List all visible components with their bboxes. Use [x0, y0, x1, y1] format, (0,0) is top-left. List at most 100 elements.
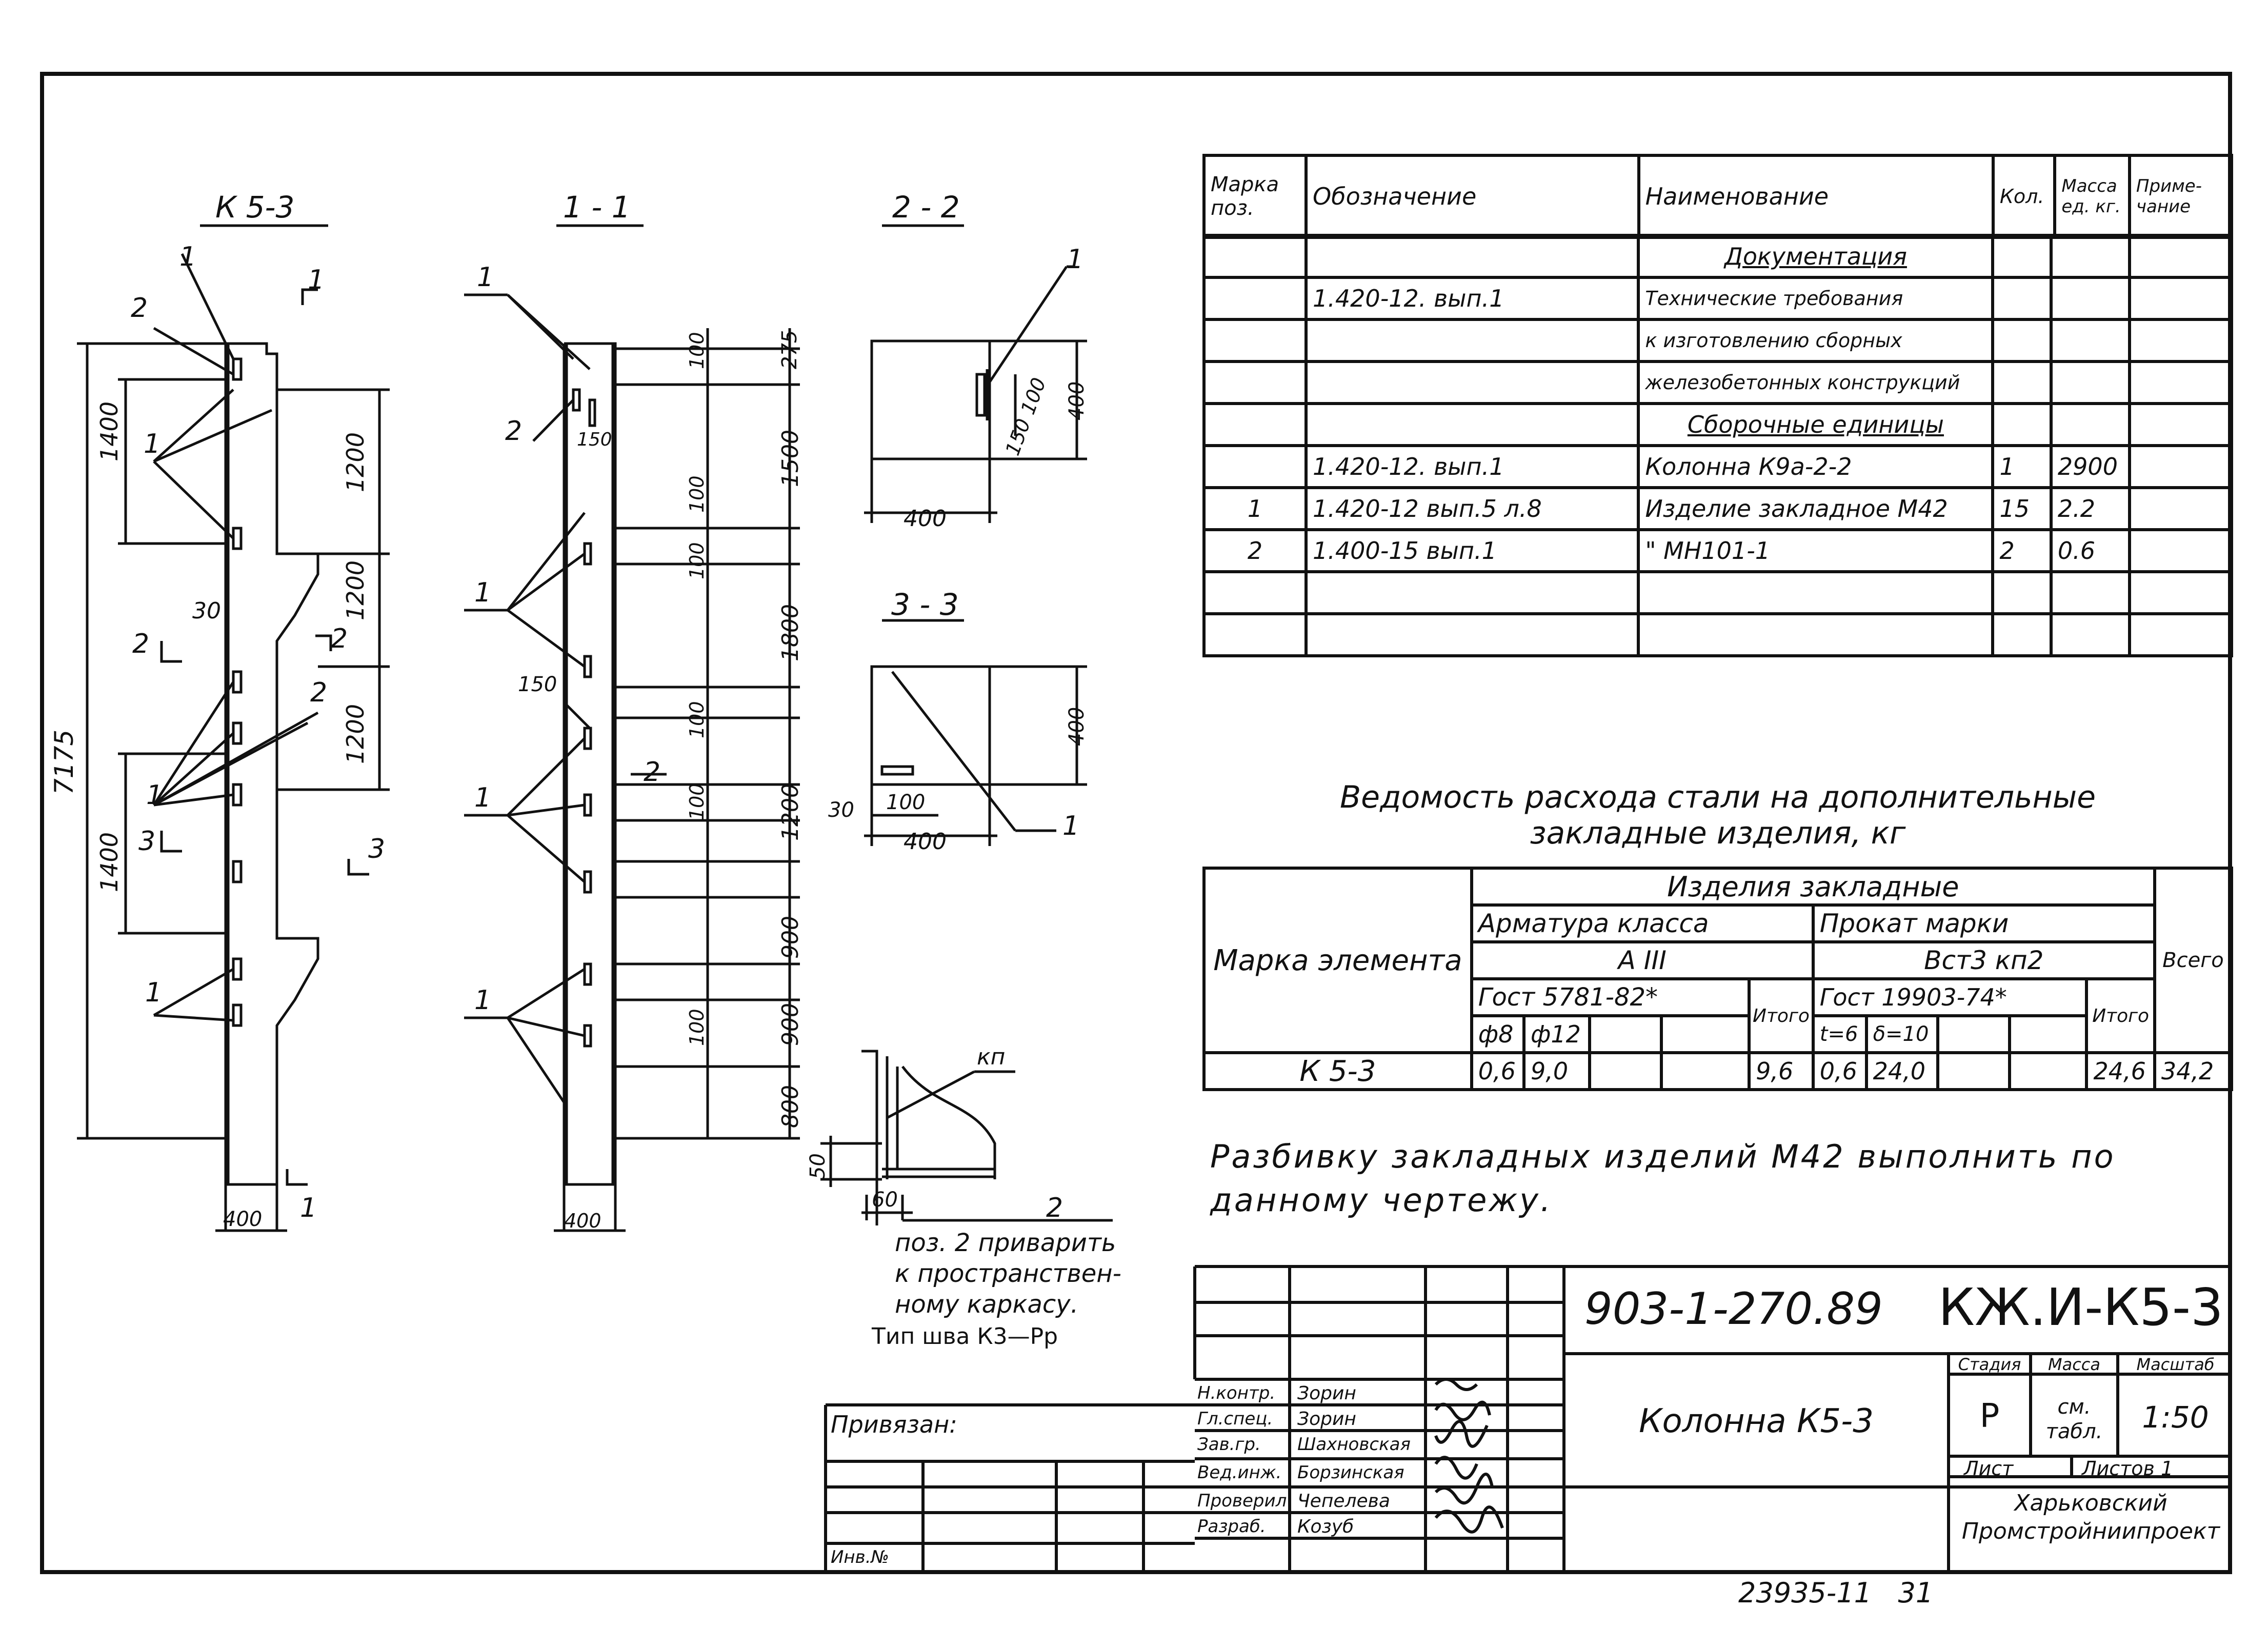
org-line-2: Промстройниипроект — [1961, 1518, 2220, 1544]
spec-cell — [1991, 318, 2053, 363]
steel-h-prok-gost: Гост 19903-74* — [1811, 977, 2089, 1017]
spec-cell — [1991, 612, 2053, 657]
marker-3: 3 — [368, 834, 386, 864]
spec-header: Наименование — [1637, 154, 1995, 239]
steel-row-cell — [2008, 1051, 2089, 1091]
spec-cell: 1 — [1991, 444, 2053, 489]
spec-cell: 2900 — [2049, 444, 2131, 489]
spec-cell — [1304, 318, 1640, 363]
steel-h-empty — [1659, 1014, 1751, 1054]
marker-2: 2 — [505, 416, 523, 447]
spec-cell — [1202, 360, 1308, 405]
spec-cell — [1202, 444, 1308, 489]
steel-h-d12: ф12 — [1522, 1014, 1591, 1054]
spec-cell: Документация — [1637, 234, 1995, 279]
spec-header: Обозначение — [1304, 154, 1640, 239]
dim-label: 150 — [577, 429, 612, 450]
steel-caption-2: закладные изделия, кг — [1530, 815, 1906, 851]
person-name: Борзинская — [1297, 1462, 1404, 1483]
spec-cell: Технические требования — [1637, 276, 1995, 321]
weld-note-1: поз. 2 приварить — [895, 1229, 1116, 1257]
spec-table: Марка поз. Обозначение Наименование Кол.… — [1202, 154, 2234, 239]
steel-row-cell: 0,6 — [1470, 1051, 1526, 1091]
steel-table: Марка элемента Изделия закладные Всего А… — [1202, 867, 2234, 1091]
spec-cell — [2049, 360, 2131, 405]
spec-cell — [1202, 402, 1308, 447]
steel-row-cell: 9,6 — [1748, 1051, 1815, 1091]
marker-1: 1 — [144, 429, 161, 459]
drawing-name: Колонна К5-3 — [1639, 1402, 1874, 1440]
marker-1: 1 — [146, 780, 164, 811]
role-label: Вед.инж. — [1197, 1462, 1282, 1483]
steel-row-cell — [1659, 1051, 1751, 1091]
project-code: 903-1-270.89 — [1584, 1283, 1883, 1335]
spec-cell — [2127, 444, 2234, 489]
steel-row-cell — [1936, 1051, 2011, 1091]
spec-row — [1202, 612, 2234, 657]
spec-cell: железобетонных конструкций — [1637, 360, 1995, 405]
steel-h-empty — [1588, 1014, 1663, 1054]
spec-cell: 1.400-15 вып.1 — [1304, 528, 1640, 573]
weld-kp-label: кп — [977, 1044, 1006, 1070]
steel-h-total1: Итого — [1748, 977, 1815, 1054]
role-label: Разраб. — [1197, 1516, 1266, 1537]
spec-cell — [1991, 234, 2053, 279]
dim-label: 400 — [904, 829, 947, 855]
spec-row: к изготовлению сборных — [1202, 318, 2234, 363]
spec-cell — [2127, 528, 2234, 573]
role-label: Гл.спец. — [1197, 1409, 1273, 1429]
steel-row-mark: К 5-3 — [1202, 1051, 1473, 1091]
spec-cell: 1.420-12 вып.5 л.8 — [1304, 486, 1640, 531]
steel-h-empty — [2008, 1014, 2089, 1054]
spec-cell — [2049, 570, 2131, 615]
role-label: Проверил — [1197, 1491, 1287, 1511]
privyazan-label: Привязан: — [831, 1411, 957, 1438]
steel-h-d8: ф8 — [1470, 1014, 1526, 1054]
steel-row-cell: 24,0 — [1864, 1051, 1939, 1091]
spec-cell — [1991, 570, 2053, 615]
spec-row — [1202, 570, 2234, 615]
spec-cell — [1202, 234, 1308, 279]
spec-cell: 2 — [1202, 528, 1308, 573]
k53-column-outline — [224, 342, 319, 1186]
dim-label: 400 — [904, 506, 947, 532]
marker-1: 1 — [300, 1193, 317, 1223]
weld-detail — [861, 1050, 878, 1225]
steel-row-cell: 9,0 — [1522, 1051, 1591, 1091]
spec-cell — [2127, 360, 2234, 405]
listov-header: Листов 1 — [2082, 1457, 2174, 1480]
marker-1: 1 — [474, 985, 492, 1016]
inv-label: Инв.№ — [831, 1547, 889, 1567]
steel-h-total2: Итого — [2085, 977, 2156, 1054]
steel-h-arm-cls: А III — [1470, 940, 1815, 980]
marker-2: 2 — [131, 293, 148, 324]
spec-cell — [1202, 570, 1308, 615]
spec-cell: 1.420-12. вып.1 — [1304, 444, 1640, 489]
marker-2: 2 — [310, 677, 328, 708]
dim-label: 30 — [192, 598, 221, 624]
marker-1: 1 — [308, 265, 325, 295]
marker-2: 2 — [1046, 1193, 1063, 1223]
steel-h-arm: Арматура класса — [1470, 903, 1815, 943]
spec-cell: 1 — [1202, 486, 1308, 531]
spec-cell: Колонна К9а-2-2 — [1637, 444, 1995, 489]
spec-cell — [1637, 570, 1995, 615]
steel-h-prok-mark: Вст3 кп2 — [1811, 940, 2156, 980]
masshtab-value: 1:50 — [2142, 1400, 2209, 1435]
spec-cell — [1202, 612, 1308, 657]
dim-label: 400 — [223, 1208, 263, 1231]
steel-row-cell: 0,6 — [1811, 1051, 1868, 1091]
spec-cell — [1304, 360, 1640, 405]
marker-1: 1 — [1067, 244, 1084, 275]
view-title-s11: 1 - 1 — [563, 190, 631, 225]
marker-2: 2 — [331, 624, 348, 654]
massa-value: см. табл. — [2045, 1395, 2103, 1443]
weld-note-2: к пространствен- — [895, 1259, 1121, 1288]
spec-cell — [1991, 276, 2053, 321]
spec-cell: 2.2 — [2049, 486, 2131, 531]
